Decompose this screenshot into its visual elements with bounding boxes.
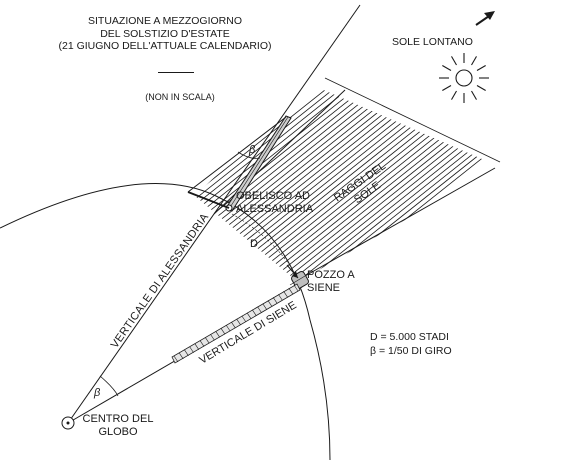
sun-ray-line <box>209 84 498 282</box>
sun-ray-line <box>201 84 498 282</box>
obelisk-label: OBELISCO AD ALESSANDRIA <box>236 190 313 216</box>
shaft-tick <box>210 334 215 341</box>
sun-ray-stroke <box>471 56 477 66</box>
shaft-tick <box>194 343 200 350</box>
obelisk-shadow <box>187 191 230 209</box>
sun-ray-line <box>215 84 498 282</box>
globe-center-label-line-1: CENTRO DEL <box>82 413 154 425</box>
sun-ray-line <box>206 84 498 282</box>
shaft-tick <box>225 324 231 332</box>
shaft-tick <box>252 309 257 316</box>
shaft-tick <box>173 355 179 363</box>
sun-ray-stroke <box>476 65 486 71</box>
shaft-tick <box>189 346 194 353</box>
legend: D = 5.000 STADI β = 1/50 DI GIRO <box>370 330 452 358</box>
shaft-tick <box>272 297 278 304</box>
well-shaft <box>171 283 301 364</box>
sun-ray-stroke <box>451 90 457 100</box>
angle-arc-center <box>99 375 119 397</box>
shaft-tick <box>262 303 267 310</box>
angle-beta-center: β <box>94 387 101 399</box>
angle-beta-obelisk: β <box>249 144 256 156</box>
sun-icon <box>439 53 489 103</box>
globe-center-label-line-2: GLOBO <box>98 426 138 438</box>
title-separator <box>158 72 194 73</box>
legend-distance: D = 5.000 STADI <box>370 331 449 343</box>
obelisk-shadow-ray <box>187 116 287 193</box>
shaft-tick <box>236 318 241 326</box>
title-line-2: DEL SOLSTIZIO D'ESTATE <box>100 27 230 40</box>
shaft-tick <box>293 284 299 292</box>
well-label-line-2: SIENE <box>307 282 341 294</box>
shaft-tick <box>231 321 236 329</box>
title-line-3: (21 GIUGNO DELL'ATTUALE CALENDARIO) <box>58 40 272 52</box>
sun-ray-line <box>198 84 498 282</box>
shaft-tick <box>278 294 283 301</box>
legend-angle: β = 1/50 DI GIRO <box>370 345 452 357</box>
diagram-title: SITUAZIONE A MEZZOGIORNO DEL SOLSTIZIO D… <box>40 15 290 53</box>
sun-ray-line <box>203 84 498 282</box>
sun-ray-stroke <box>476 85 486 91</box>
shaft-tick <box>199 340 205 347</box>
shaft-tick <box>184 349 189 356</box>
shaft-tick <box>178 352 184 360</box>
shaft-tick <box>215 331 220 338</box>
well-label: POZZO A SIENE <box>307 269 355 295</box>
earth-surface-arc <box>0 183 331 460</box>
obelisk-label-line-2: ALESSANDRIA <box>236 203 314 215</box>
shaft-tick <box>288 287 294 295</box>
distance-arc <box>231 213 291 267</box>
well-arrow-head <box>292 271 298 278</box>
shaft-tick <box>283 291 288 298</box>
north-east-arrow-icon <box>475 11 495 26</box>
globe-center-label: CENTRO DEL GLOBO <box>78 413 158 439</box>
sun-ray-stroke <box>471 90 477 100</box>
sun-ray-stroke <box>442 85 452 91</box>
sun-ray-line <box>221 84 498 282</box>
sun-ray-stroke <box>442 65 452 71</box>
shaft-tick <box>257 306 262 313</box>
sun-label: SOLE LONTANO <box>392 36 473 48</box>
obelisk-label-line-1: OBELISCO AD <box>236 190 310 202</box>
vertical-alexandria-line <box>67 4 361 424</box>
shaft-tick <box>246 312 252 319</box>
well-label-line-1: POZZO A <box>307 269 355 281</box>
shaft-tick <box>205 337 210 344</box>
ray-band-far-edge <box>324 77 501 163</box>
globe-center-dot <box>66 421 70 425</box>
distance-label: D <box>250 238 258 250</box>
shaft-tick <box>267 300 273 307</box>
angle-arc-obelisk <box>237 151 261 159</box>
sun-ray-stroke <box>451 56 457 66</box>
not-to-scale-note: (NON IN SCALA) <box>145 92 215 102</box>
sun-ray-line <box>212 84 498 282</box>
sun-ray-line <box>218 84 498 282</box>
shaft-tick <box>241 315 247 323</box>
shaft-tick <box>220 328 226 335</box>
title-line-1: SITUAZIONE A MEZZOGIORNO <box>87 15 242 27</box>
